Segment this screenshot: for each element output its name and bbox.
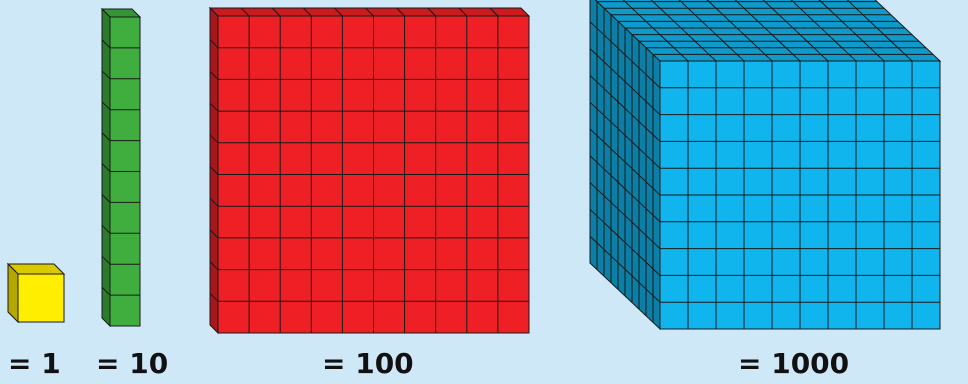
unit-cube (8, 264, 64, 322)
label-one: = 1 (8, 346, 61, 382)
label-hundred: = 100 (322, 346, 414, 382)
thousand-cube (590, 0, 940, 329)
label-thousand: = 1000 (738, 346, 849, 382)
hundred-flat (210, 8, 529, 333)
label-ten: = 10 (96, 346, 168, 382)
ten-rod (102, 9, 140, 326)
